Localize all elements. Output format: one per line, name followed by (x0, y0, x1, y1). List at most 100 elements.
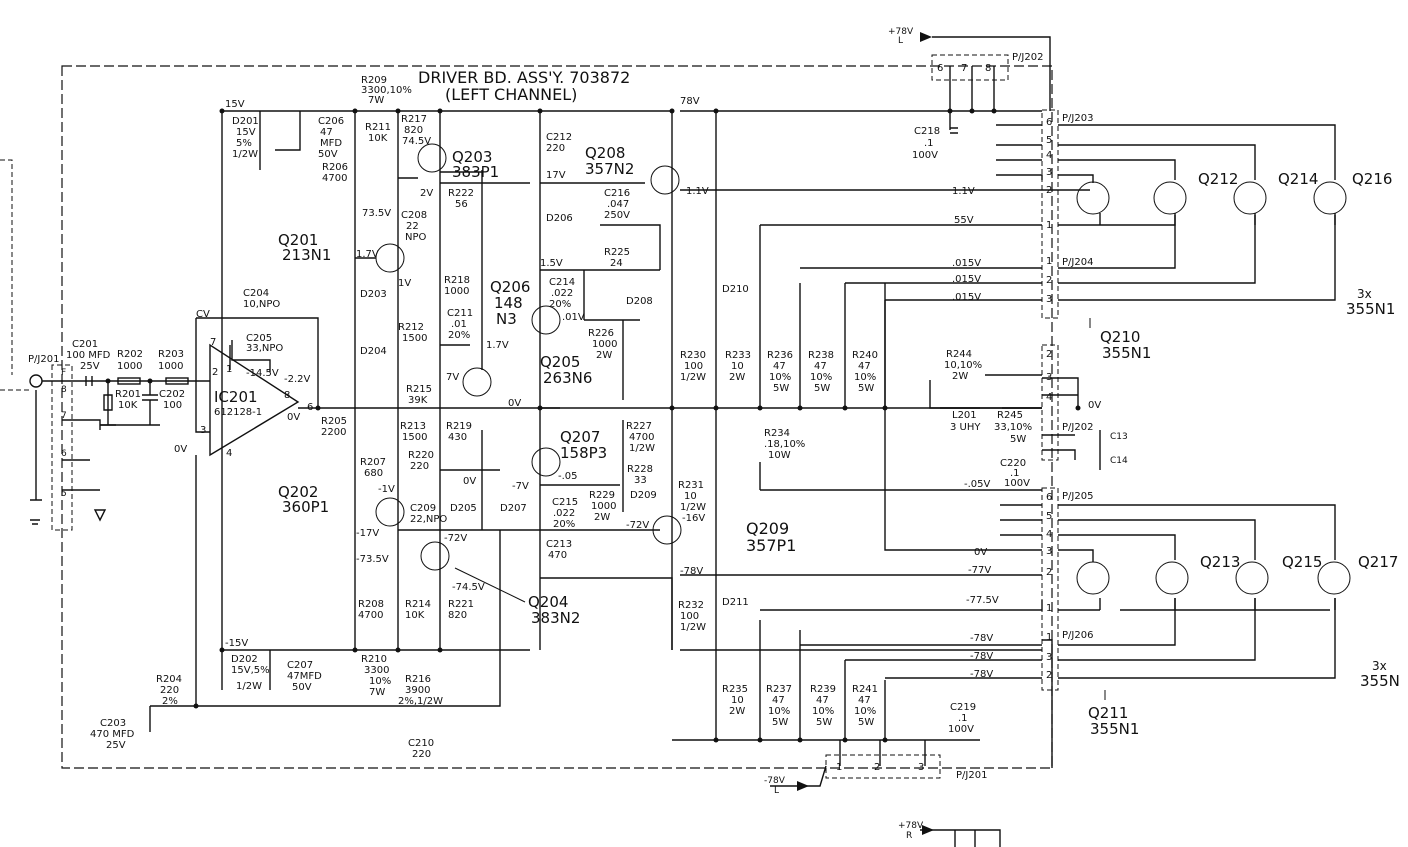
r229-label: R229 (589, 490, 615, 501)
pj201-pin8: 8 (61, 385, 67, 395)
pj201-pinf: F (61, 368, 66, 378)
q201-type: 213N1 (282, 246, 331, 264)
r219-label: R219 (446, 421, 472, 432)
r232-v1: 100 (680, 611, 699, 622)
pj206-pin3: 3 (1046, 652, 1052, 663)
rail-0v-lo: 0V (974, 547, 987, 558)
c205-label: C205 (246, 333, 272, 344)
r238-label: R238 (808, 350, 834, 361)
d201-v2: 5% (236, 138, 252, 149)
pj204-pin1: 1 (1046, 256, 1052, 267)
q205-label: Q205 (540, 353, 580, 371)
c206-v2: MFD (320, 138, 342, 149)
ic-pin4: 4 (226, 448, 232, 459)
pj202b-pin4: 4 (1046, 392, 1052, 403)
d206-label: D206 (546, 213, 573, 224)
c201-value: 100 MFD (66, 350, 111, 361)
ic201-label: IC201 (214, 388, 258, 406)
r208-value: 4700 (358, 610, 383, 621)
rail-735: 73.5V (362, 208, 391, 219)
c211-v2: 20% (448, 330, 470, 341)
q209-type: 357P1 (746, 536, 796, 555)
r241-v2: 10% (854, 706, 876, 717)
r202-label: R202 (117, 349, 143, 360)
rail-m05: -.05V (964, 479, 991, 490)
r215-label: R215 (406, 384, 432, 395)
q214-label: Q214 (1278, 170, 1318, 188)
c14-label: C14 (1110, 456, 1128, 466)
r241-label: R241 (852, 684, 878, 695)
r239-v1: 47 (816, 695, 829, 706)
r217-value: 820 (404, 125, 423, 136)
rail-0v-ic: 0V (174, 444, 187, 455)
r233-v2: 2W (729, 372, 745, 383)
supply-plus78R: +78V (898, 821, 924, 831)
r209-label: R209 (361, 75, 387, 86)
rail-745: 74.5V (402, 136, 431, 147)
r210-v2: 10% (369, 676, 391, 687)
c201-label: C201 (72, 339, 98, 350)
q211-label: Q211 (1088, 704, 1128, 722)
r240-v3: 5W (858, 383, 874, 394)
r221-label: R221 (448, 599, 474, 610)
r201-label: R201 (115, 389, 141, 400)
c205-value: 33,NPO (246, 343, 283, 354)
q202-label: Q202 (278, 483, 318, 501)
d202-v1: 15V,5% (231, 665, 270, 676)
pj202-label: P/J202 (1012, 52, 1043, 63)
q203-label: Q203 (452, 148, 492, 166)
c13-label: C13 (1110, 432, 1128, 442)
r232-v2: 1/2W (680, 622, 706, 633)
rail-m72b: -72V (626, 520, 649, 531)
rail-2v: 2V (420, 188, 433, 199)
r227-label: R227 (626, 421, 652, 432)
ic-pin8: 8 (284, 390, 290, 401)
r207-value: 680 (364, 468, 383, 479)
rail-m78-c: -78V (970, 651, 993, 662)
r222-value: 56 (455, 199, 468, 210)
r201-value: 10K (118, 400, 138, 411)
q212-label: Q212 (1198, 170, 1238, 188)
c220-label: C220 (1000, 458, 1026, 469)
r234-v2: 10W (768, 450, 791, 461)
d203-label: D203 (360, 289, 387, 300)
resistor-bank: R230 100 1/2W R233 10 2W R236 47 10% 5W … (680, 225, 1042, 740)
input-section: P/J201 8 7 6 5 F C201 100 MFD 25V R202 1… (0, 159, 210, 531)
r210-v1: 3300 (364, 665, 389, 676)
r240-v2: 10% (854, 372, 876, 383)
c209-label: C209 (410, 503, 436, 514)
pj201b-pin2: 2 (874, 762, 880, 773)
r211-value: 10K (368, 133, 388, 144)
x3a-label: 3x (1357, 287, 1372, 301)
r233-v1: 10 (731, 361, 744, 372)
pj202-pin6: 6 (937, 63, 943, 74)
pj201b-pin1: 1 (836, 762, 842, 773)
d201-v1: 15V (236, 127, 256, 138)
r221-value: 820 (448, 610, 467, 621)
l201-label: L201 (952, 410, 977, 421)
rail-78v: 78V (680, 96, 700, 107)
r205-label: R205 (321, 416, 347, 427)
r217-label: R217 (401, 114, 427, 125)
c219-v1: .1 (958, 713, 968, 724)
rail-m745: -74.5V (452, 582, 485, 593)
pj201-pin7: 7 (61, 411, 67, 421)
r203-value: 1000 (158, 361, 183, 372)
c214-v2: 20% (549, 299, 571, 310)
r235-v1: 10 (731, 695, 744, 706)
rail-11v: 1.1V (952, 186, 975, 197)
r236-v3: 5W (773, 383, 789, 394)
c207-v1: 47MFD (287, 671, 322, 682)
rail-m78-b: -78V (970, 633, 993, 644)
r207-label: R207 (360, 457, 386, 468)
c219-v2: 100V (948, 724, 974, 735)
r236-label: R236 (767, 350, 793, 361)
d210-label: D210 (722, 284, 749, 295)
r238-v3: 5W (814, 383, 830, 394)
c204-label: C204 (243, 288, 269, 299)
c218-v2: 100V (912, 150, 938, 161)
rail-11v-b: 1.1V (686, 186, 709, 197)
c208-v2: NPO (405, 232, 427, 243)
pj201b-pin3: 3 (918, 762, 924, 773)
